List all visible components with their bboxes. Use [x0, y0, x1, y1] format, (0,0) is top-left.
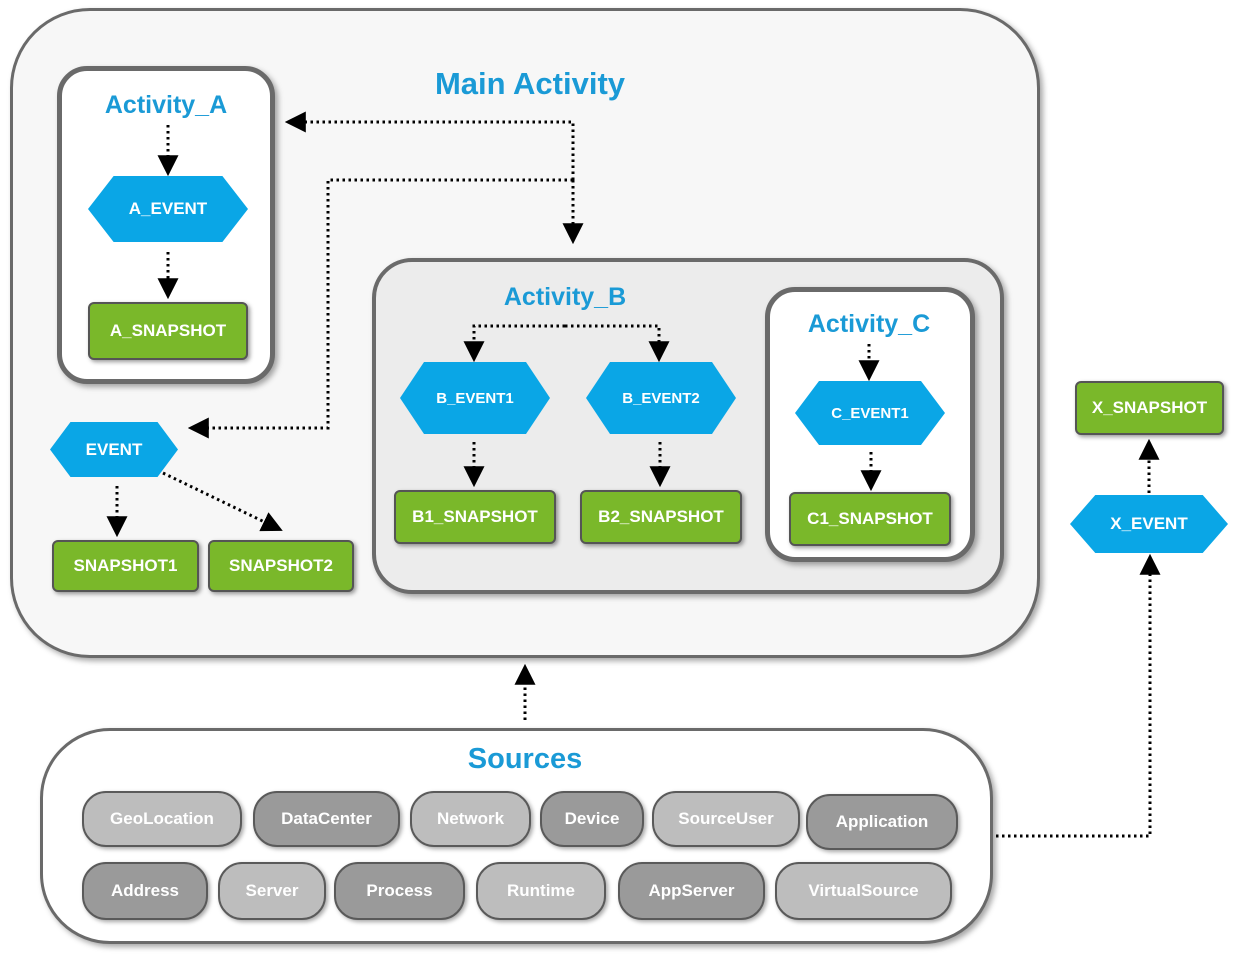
a-event-node: A_EVENT — [88, 176, 248, 242]
source-sourceuser: SourceUser — [652, 791, 800, 847]
a-snapshot-node: A_SNAPSHOT — [88, 302, 248, 360]
activity-b-title: Activity_B — [503, 283, 627, 311]
sources-title: Sources — [467, 743, 583, 775]
source-virtualsource: VirtualSource — [775, 862, 952, 920]
source-address: Address — [82, 862, 208, 920]
event-node: EVENT — [50, 422, 178, 477]
source-runtime: Runtime — [476, 862, 606, 920]
source-datacenter: DataCenter — [253, 791, 400, 847]
activity-c-title: Activity_C — [807, 310, 931, 338]
source-network: Network — [410, 791, 531, 847]
b-event1-node: B_EVENT1 — [400, 362, 550, 434]
source-appserver: AppServer — [618, 862, 765, 920]
source-geolocation: GeoLocation — [82, 791, 242, 847]
main-activity-title: Main Activity — [434, 66, 626, 101]
snapshot2-node: SNAPSHOT2 — [208, 540, 354, 592]
source-process: Process — [334, 862, 465, 920]
snapshot1-node: SNAPSHOT1 — [52, 540, 199, 592]
source-device: Device — [540, 791, 644, 847]
b2-snapshot-node: B2_SNAPSHOT — [580, 490, 742, 544]
x-event-node: X_EVENT — [1070, 495, 1228, 553]
b-event2-node: B_EVENT2 — [586, 362, 736, 434]
c-event1-node: C_EVENT1 — [795, 381, 945, 445]
b1-snapshot-node: B1_SNAPSHOT — [394, 490, 556, 544]
c1-snapshot-node: C1_SNAPSHOT — [789, 492, 951, 546]
source-application: Application — [806, 794, 958, 850]
activity-a-title: Activity_A — [104, 91, 228, 119]
x-snapshot-node: X_SNAPSHOT — [1075, 381, 1224, 435]
source-server: Server — [218, 862, 326, 920]
